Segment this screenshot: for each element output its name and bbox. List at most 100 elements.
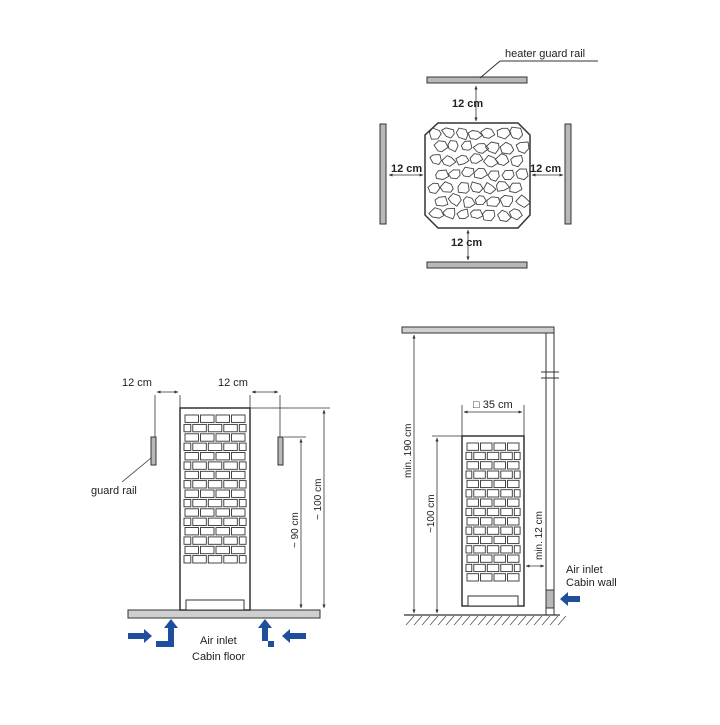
grille-slot — [507, 461, 520, 470]
stone — [447, 140, 459, 153]
grille-slot — [207, 517, 223, 526]
gap-right-front-label: 12 cm — [218, 377, 248, 389]
grille-slot — [465, 451, 473, 461]
gap-left-front-label: 12 cm — [122, 377, 152, 389]
grille-slot — [466, 461, 479, 470]
stone — [447, 169, 461, 180]
stone — [474, 195, 487, 206]
grille-slot — [184, 470, 199, 480]
grille-slot — [223, 423, 238, 433]
grille-slot — [238, 555, 247, 564]
stone — [455, 154, 470, 166]
hatch-line — [453, 615, 463, 626]
grille-slot — [473, 451, 486, 461]
grille-slot — [513, 526, 521, 535]
ceiling — [401, 326, 555, 334]
stone — [480, 127, 496, 139]
grille-slot — [183, 498, 192, 508]
stone — [470, 181, 484, 193]
grille-slot — [200, 489, 215, 498]
grille-slot — [493, 554, 506, 563]
grille-slot — [183, 536, 192, 545]
grille-slot — [184, 545, 199, 555]
height-90-label: ~ 90 cm — [290, 512, 301, 548]
grille-slot — [215, 452, 230, 461]
grille-slot — [183, 442, 192, 451]
grille-slot — [200, 414, 215, 423]
grille-slot — [486, 563, 500, 573]
ceiling-height-label: min. 190 cm — [403, 424, 414, 478]
gap-left-label: 12 cm — [391, 163, 422, 175]
grille-slot — [500, 507, 513, 517]
hatch-line — [501, 615, 511, 626]
gap-top-label: 12 cm — [452, 98, 483, 110]
grille-slot — [507, 554, 520, 563]
stone — [435, 169, 450, 180]
grille-slot — [207, 442, 223, 451]
heater-grille-side — [465, 442, 521, 582]
grille-slot — [231, 489, 246, 498]
top-view: heater guard rail 12 cm 12 cm 12 cm 12 c… — [379, 48, 598, 269]
hatch-line — [445, 615, 455, 626]
grille-slot — [215, 489, 230, 498]
heater-body-side — [461, 435, 525, 607]
stone — [515, 194, 531, 209]
grille-slot — [480, 479, 493, 489]
stone — [508, 126, 524, 140]
grille-slot — [480, 535, 493, 545]
stone — [470, 209, 484, 219]
grille-slot — [513, 545, 521, 554]
grille-slot — [466, 573, 479, 582]
grille-slot — [513, 489, 521, 498]
air-inlet-floor-label-1: Air inlet — [200, 635, 237, 647]
air-arrow-icon — [128, 629, 152, 643]
grille-slot — [513, 451, 521, 461]
grille-slot — [200, 527, 215, 536]
grille-slot — [238, 498, 247, 508]
stone — [439, 181, 454, 193]
grille-slot — [207, 555, 223, 564]
air-inlet-arrows-floor — [128, 619, 306, 647]
grille-slot — [465, 507, 473, 517]
grille-slot — [215, 470, 230, 480]
hatch-line — [413, 615, 423, 626]
stone — [447, 192, 462, 207]
grille-slot — [507, 535, 520, 545]
grille-slot — [480, 498, 493, 507]
grille-slot — [500, 489, 513, 498]
grille-slot — [223, 555, 238, 564]
guard-rail-right-front — [277, 436, 284, 466]
grille-slot — [513, 507, 521, 517]
grille-slot — [215, 433, 230, 442]
guard-rail-bottom — [426, 261, 528, 269]
hatch-line — [517, 615, 527, 626]
grille-slot — [231, 452, 246, 461]
air-inlet-wall-label-1: Air inlet — [566, 564, 603, 576]
stone — [509, 182, 523, 194]
grille-slot — [231, 527, 246, 536]
grille-slot — [493, 442, 506, 451]
stone — [463, 196, 476, 208]
grille-slot — [507, 479, 520, 489]
grille-slot — [215, 508, 230, 517]
hatch-line — [485, 615, 495, 626]
width-label: □ 35 cm — [473, 399, 513, 411]
grille-slot — [465, 545, 473, 554]
stone — [460, 140, 473, 151]
grille-slot — [500, 451, 513, 461]
hatch-line — [421, 615, 431, 626]
stone — [510, 154, 524, 168]
floor-hatching — [405, 615, 567, 626]
guard-rail-left — [379, 123, 387, 225]
hatch-line — [525, 615, 535, 626]
grille-slot — [238, 423, 247, 433]
stone — [515, 168, 529, 181]
grille-slot — [465, 563, 473, 573]
grille-slot — [493, 498, 506, 507]
stone — [472, 143, 490, 154]
guard-rail-front-label: guard rail — [91, 485, 137, 497]
stone — [499, 141, 515, 155]
grille-slot — [500, 470, 513, 479]
grille-slot — [493, 479, 506, 489]
